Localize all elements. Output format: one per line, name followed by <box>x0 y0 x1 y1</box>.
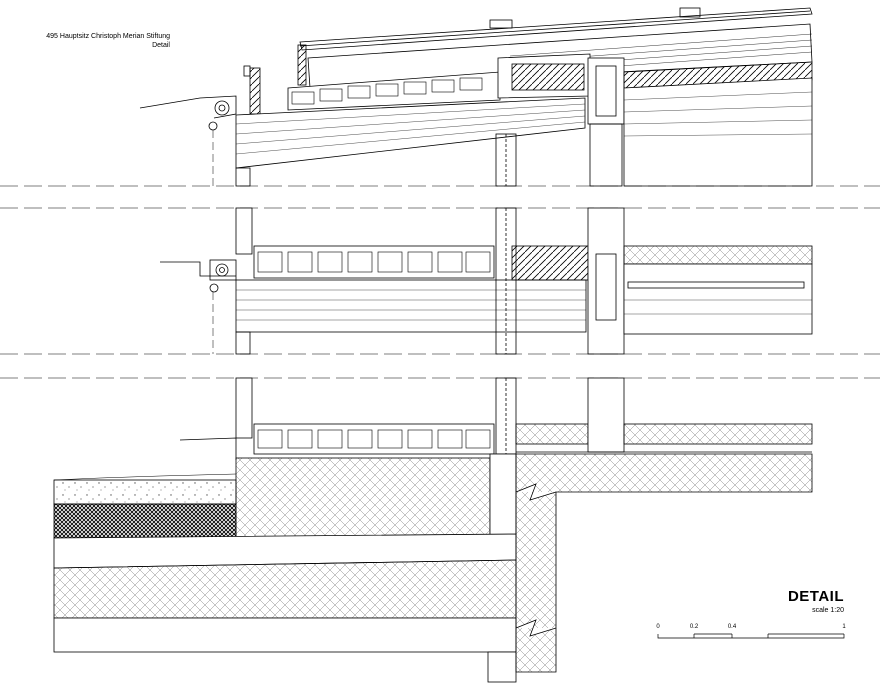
scale-label: scale 1:20 <box>812 607 844 614</box>
roof-edge-section <box>139 7 813 187</box>
scale-tick-label: 1 <box>842 624 846 630</box>
detail-title: DETAIL <box>787 588 844 605</box>
flat-roof-section <box>160 207 813 355</box>
scale-tick-label: 0.4 <box>727 624 737 630</box>
project-title-block: 495 Hauptsitz Christoph Merian Stiftung … <box>4 32 170 50</box>
project-name: 495 Hauptsitz Christoph Merian Stiftung <box>46 33 170 40</box>
scale-tick-label: 0 <box>656 624 660 630</box>
project-subtitle: Detail <box>152 42 170 49</box>
scale-tick-label: 0.2 <box>689 624 699 630</box>
scale-bar <box>657 633 845 639</box>
terrace-section <box>53 377 813 683</box>
